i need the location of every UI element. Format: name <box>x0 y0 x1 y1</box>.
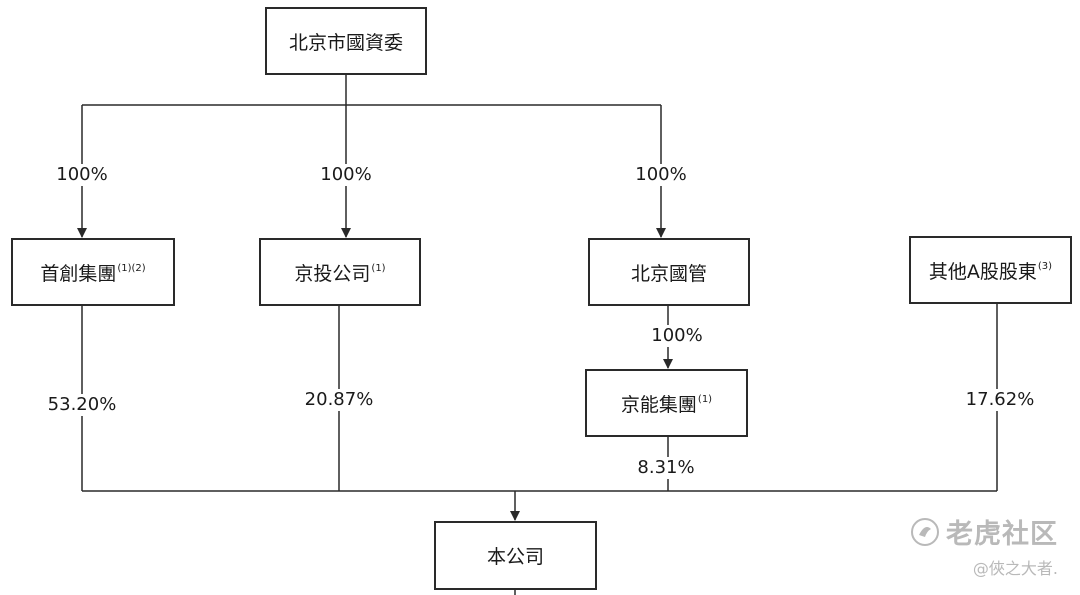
pct-root-jingtou: 100% <box>317 164 375 186</box>
watermark: 老虎社区 @俠之大者. <box>910 512 1058 579</box>
node-beijing-guoguan-label: 北京國管 <box>630 262 707 285</box>
watermark-brand: 老虎社区 <box>946 519 1058 550</box>
node-jingtou-company: 京投公司 (1) <box>259 238 421 306</box>
node-jingtou-company-label: 京投公司 <box>294 262 371 285</box>
node-beijing-guoguan: 北京國管 <box>588 238 750 306</box>
node-the-company-label: 本公司 <box>486 546 544 568</box>
tiger-community-logo-icon <box>911 517 939 546</box>
node-jingneng-group-label: 京能集團 <box>620 393 697 416</box>
node-jingtou-company-note: (1) <box>371 262 386 274</box>
node-other-a-shareholders-note: (3) <box>1037 260 1053 272</box>
node-jingneng-group-note: (1) <box>697 393 713 405</box>
node-shouchuang-group: 首創集團 (1)(2) <box>11 238 175 306</box>
node-beijing-sasac-label: 北京市國資委 <box>288 31 403 54</box>
pct-jingtou-company: 20.87% <box>301 389 377 411</box>
node-shouchuang-group-note: (1)(2) <box>117 262 146 274</box>
node-the-company: 本公司 <box>434 521 597 590</box>
pct-root-guoguan: 100% <box>632 164 690 186</box>
pct-guoguan-jingneng: 100% <box>648 325 706 347</box>
node-jingneng-group: 京能集團 (1) <box>585 369 748 437</box>
node-other-a-shareholders: 其他A股股東 (3) <box>909 236 1072 304</box>
pct-root-shouchuang: 100% <box>53 164 111 186</box>
watermark-handle: @俠之大者. <box>972 559 1058 578</box>
pct-other-company: 17.62% <box>962 389 1038 411</box>
pct-jingneng-company: 8.31% <box>634 457 698 479</box>
pct-shouchuang-company: 53.20% <box>44 394 120 416</box>
node-other-a-shareholders-label: 其他A股股東 <box>928 260 1037 283</box>
node-shouchuang-group-label: 首創集團 <box>40 262 117 285</box>
node-beijing-sasac: 北京市國資委 <box>265 7 427 75</box>
